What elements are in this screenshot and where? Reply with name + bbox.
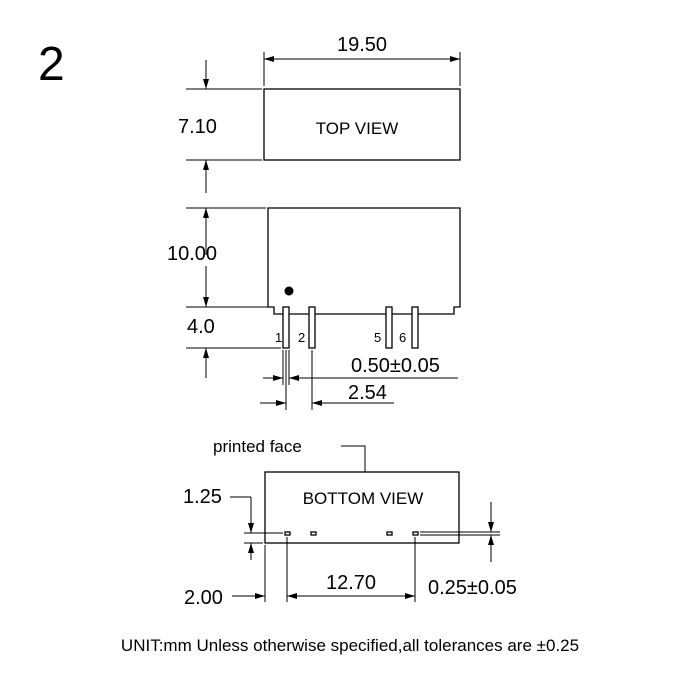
- pin-width-dimension: 0.50±0.05: [351, 355, 440, 377]
- pin-pitch-dimension: 2.54: [348, 382, 387, 404]
- width-dimension: 19.50: [337, 34, 387, 56]
- pin-label-2: 2: [298, 330, 305, 345]
- edge-offset-dimension: 1.25: [183, 486, 222, 508]
- side-view-body: [267, 207, 461, 315]
- side-height-dimension: 10.00: [167, 243, 217, 265]
- pad-1: [284, 531, 291, 536]
- printed-face-leader: [341, 445, 366, 472]
- bottom-view-outline: [264, 471, 460, 544]
- top-view-label: TOP VIEW: [316, 119, 399, 138]
- bottom-view: printed face BOTTOM VIEW 1.25 0.25±0.05 …: [183, 437, 517, 609]
- printed-face-label: printed face: [213, 437, 302, 456]
- pin-label-1: 1: [275, 330, 282, 345]
- pin-span-dimension: 12.70: [326, 572, 376, 594]
- side-view: 1 2 5 6 10.00 4.0 0.50±0.05 2.54: [167, 207, 461, 410]
- pin-length-dimension: 4.0: [187, 316, 215, 338]
- top-view-outline: [263, 88, 461, 161]
- side-margin-dimension: 2.00: [184, 587, 223, 609]
- footer-note: UNIT:mm Unless otherwise specified,all t…: [121, 636, 579, 655]
- pad-5: [386, 531, 393, 536]
- pin-label-5: 5: [374, 330, 381, 345]
- bottom-view-label: BOTTOM VIEW: [303, 489, 424, 508]
- pin-label-6: 6: [399, 330, 406, 345]
- pin-2: [308, 306, 316, 349]
- top-view: TOP VIEW 19.50 7.10: [178, 34, 461, 193]
- pin-1: [282, 306, 290, 349]
- pin1-marker-dot: [284, 286, 294, 296]
- top-height-dimension: 7.10: [178, 116, 217, 138]
- figure-number: 2: [38, 38, 65, 91]
- pad-thickness-dimension: 0.25±0.05: [428, 577, 517, 599]
- pad-2: [310, 531, 317, 536]
- pad-6: [412, 531, 419, 536]
- pin-5: [385, 306, 393, 349]
- pin-6: [411, 306, 419, 349]
